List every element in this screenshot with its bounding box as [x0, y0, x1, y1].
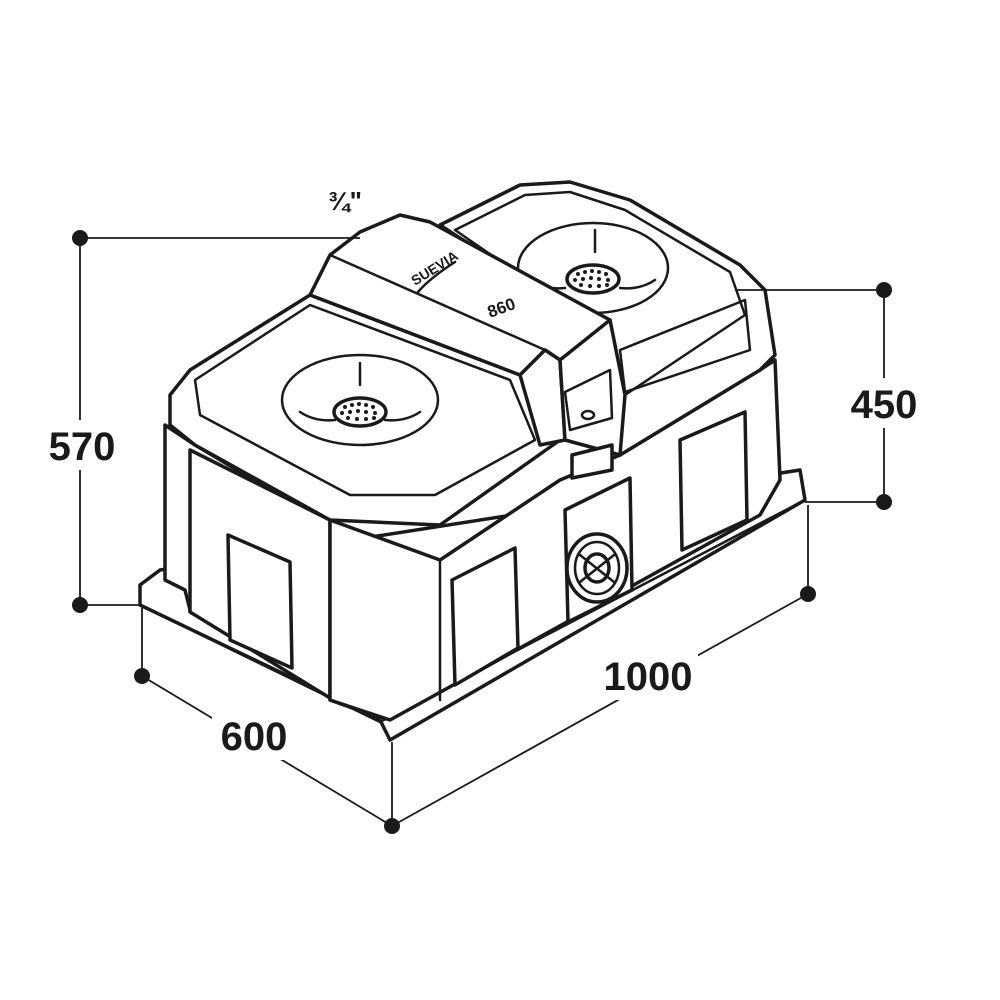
- side-recess-right: [678, 410, 749, 552]
- dimension-450-label: 450: [851, 383, 918, 427]
- front-recess: [226, 533, 294, 670]
- dimension-450: 450: [735, 282, 925, 510]
- left-bowl: [280, 353, 440, 447]
- left-bowl-housing: [168, 293, 562, 527]
- dimension-570: 570: [40, 230, 360, 613]
- body-side-face: [328, 358, 782, 722]
- right-drain-holes: [573, 269, 610, 288]
- side-recess-left: [450, 546, 520, 687]
- dimension-600-label: 600: [221, 715, 288, 759]
- inlet-fitting: [565, 532, 629, 604]
- dimension-600: 600: [134, 608, 393, 827]
- left-drain-holes: [340, 402, 377, 421]
- central-cover: [308, 213, 627, 480]
- fitting-size-label: ¾": [328, 186, 362, 216]
- dimension-570-label: 570: [49, 425, 116, 469]
- dimension-1000-label: 1000: [604, 655, 693, 699]
- dimension-1000: 1000: [384, 505, 816, 834]
